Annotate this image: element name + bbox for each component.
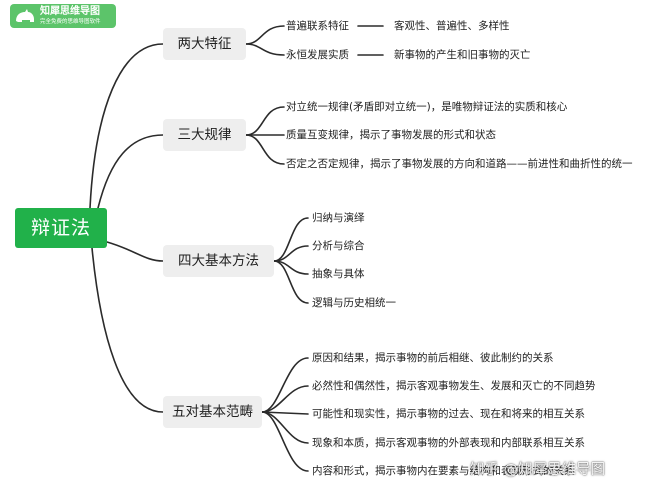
link-b4-item-1 xyxy=(261,357,309,413)
branch-three-laws: 三大规律 xyxy=(163,119,246,151)
link-b2-item-1 xyxy=(245,106,285,136)
branch-five-categories: 五对基本范畴 xyxy=(163,396,262,428)
leaf-method-induction-deduction: 归纳与演绎 xyxy=(312,212,365,224)
leaf-law-quantity-quality: 质量互变规律，揭示了事物发展的形式和状态 xyxy=(286,129,496,141)
brand-name: 知犀思维导图 xyxy=(40,6,100,17)
leaf-universal-connection: 普遍联系特征 xyxy=(286,20,349,32)
leaf-category-cause-effect: 原因和结果，揭示事物的前后相继、彼此制约的关系 xyxy=(312,352,554,364)
leaf-method-logic-history: 逻辑与历史相统一 xyxy=(312,297,396,309)
link-b1-item-2 xyxy=(245,43,285,56)
leaf-eternal-development-detail: 新事物的产生和旧事物的灭亡 xyxy=(394,49,531,61)
leaf-category-possibility-reality: 可能性和现实性，揭示事物的过去、现在和将来的相互关系 xyxy=(312,408,585,420)
leaf-law-unity-of-opposites: 对立统一规律(矛盾即对立统一)，是唯物辩证法的实质和核心 xyxy=(286,101,568,113)
link-root-branch-4 xyxy=(91,247,164,413)
rhino-logo-icon xyxy=(16,9,34,22)
link-b2-item-3 xyxy=(245,134,285,165)
branch-four-methods: 四大基本方法 xyxy=(163,245,274,277)
brand-logo: 知犀思维导图 完全免费的思维导图软件 xyxy=(10,4,116,28)
link-root-branch-2 xyxy=(97,134,164,209)
link-b4-item-2 xyxy=(261,385,309,413)
link-b1-item-1 xyxy=(245,25,285,45)
leaf-method-abstract-concrete: 抽象与具体 xyxy=(312,268,365,280)
link-b4-item-4 xyxy=(261,411,309,444)
root-node: 辩证法 xyxy=(15,208,107,248)
leaf-universal-connection-detail: 客观性、普遍性、多样性 xyxy=(394,20,510,32)
leaf-category-content-form: 内容和形式，揭示事物内在要素与结构和表现形式的关系 xyxy=(312,465,575,477)
leaf-category-phenomenon-essence: 现象和本质，揭示客观事物的外部表现和内部联系相互关系 xyxy=(312,437,585,449)
watermark: 知乎 @知犀思维导图 xyxy=(470,462,606,478)
link-b3-item-4 xyxy=(273,260,309,304)
leaf-law-negation-of-negation: 否定之否定规律，揭示了事物发展的方向和道路——前进性和曲折性的统一 xyxy=(286,158,633,170)
link-root-branch-1 xyxy=(89,43,164,209)
brand-tagline: 完全免费的思维导图软件 xyxy=(40,19,101,25)
leaf-eternal-development: 永恒发展实质 xyxy=(286,49,349,61)
leaf-method-analysis-synthesis: 分析与综合 xyxy=(312,240,365,252)
branch-two-features: 两大特征 xyxy=(163,28,246,60)
link-b3-item-1 xyxy=(273,217,309,262)
link-root-branch-3 xyxy=(106,241,164,262)
leaf-category-necessity-contingency: 必然性和偶然性，揭示客观事物发生、发展和灭亡的不同趋势 xyxy=(312,380,596,392)
link-b4-item-3 xyxy=(261,411,309,415)
link-b4-item-5 xyxy=(261,411,309,472)
